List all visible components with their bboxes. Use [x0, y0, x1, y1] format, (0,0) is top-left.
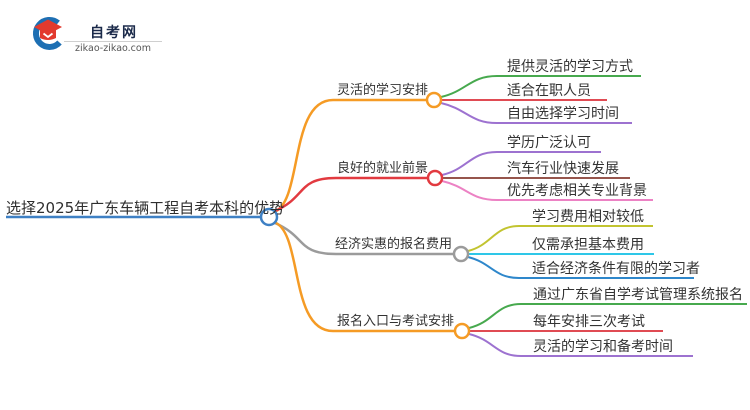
leaf-label[interactable]: 汽车行业快速发展 [507, 161, 619, 177]
branch-label[interactable]: 灵活的学习安排 [337, 83, 429, 98]
leaf-curve [467, 256, 694, 279]
leaf-label[interactable]: 自由选择学习时间 [507, 106, 619, 122]
logo-title: 自考网 [90, 25, 138, 41]
graduation-cap-icon [32, 16, 62, 50]
branch-node-circle[interactable] [425, 91, 443, 109]
leaf-label[interactable]: 学历广泛认可 [507, 135, 591, 151]
leaf-label[interactable]: 学习费用相对较低 [532, 209, 644, 225]
branch-label[interactable]: 报名入口与考试安排 [337, 314, 455, 329]
central-node-circle[interactable] [259, 207, 279, 227]
leaf-label[interactable]: 提供灵活的学习方式 [507, 59, 633, 75]
leaf-curve [440, 102, 632, 124]
branch-curve [273, 98, 427, 214]
leaf-label[interactable]: 每年安排三次考试 [533, 314, 645, 330]
leaf-curve [468, 333, 693, 357]
branch-node-circle[interactable] [426, 169, 444, 187]
leaf-label[interactable]: 优先考虑相关专业背景 [507, 183, 647, 199]
leaf-label[interactable]: 适合经济条件有限的学习者 [532, 261, 700, 277]
branch-curve [274, 221, 454, 256]
leaf-curve [468, 303, 747, 329]
site-logo: 自考网 zikao-zikao.com [28, 12, 162, 64]
branch-node-circle[interactable] [453, 322, 471, 340]
leaf-label[interactable]: 灵活的学习和备考时间 [533, 339, 673, 355]
logo-divider [64, 41, 162, 42]
branch-label[interactable]: 经济实惠的报名费用 [335, 237, 453, 252]
branch-curve [273, 220, 455, 333]
leaf-label[interactable]: 通过广东省自学考试管理系统报名 [533, 287, 743, 303]
logo-domain: zikao-zikao.com [75, 43, 151, 54]
central-topic-label[interactable]: 选择2025年广东车辆工程自考本科的优势 [6, 199, 285, 217]
leaf-curve [441, 151, 601, 176]
leaf-curve [441, 180, 653, 201]
leaf-curve [440, 75, 641, 98]
branch-label[interactable]: 良好的就业前景 [337, 161, 429, 176]
leaf-curve [467, 225, 653, 252]
branch-node-circle[interactable] [452, 245, 470, 263]
leaf-label[interactable]: 适合在职人员 [507, 83, 591, 99]
leaf-label[interactable]: 仅需承担基本费用 [532, 237, 644, 253]
branch-curve [274, 176, 428, 213]
